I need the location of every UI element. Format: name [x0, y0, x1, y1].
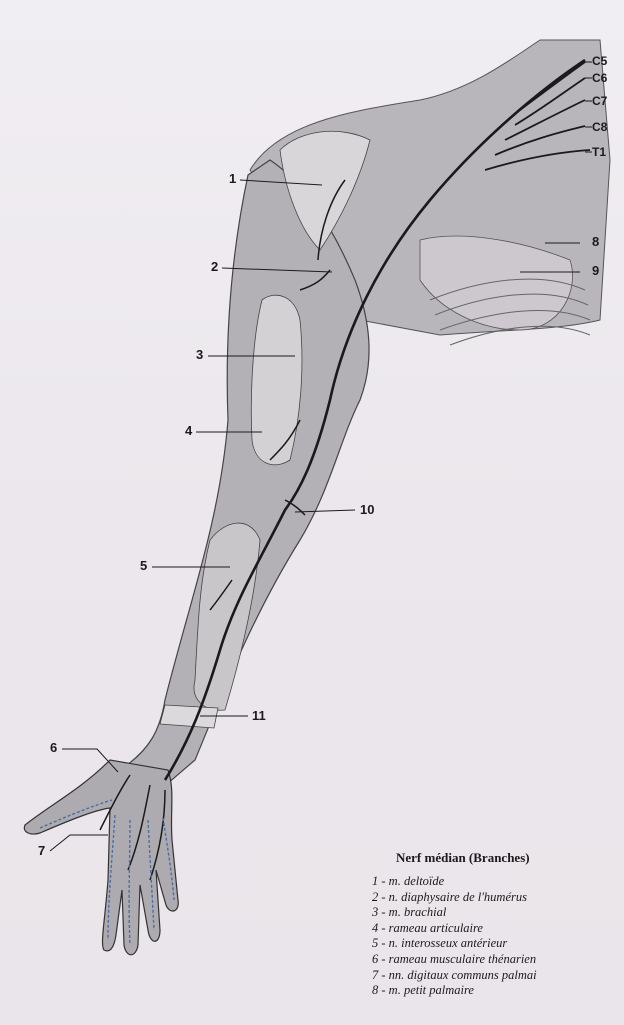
legend-item: 1 - m. deltoïde: [372, 874, 624, 890]
root-label-c5: C5: [592, 54, 607, 68]
callout-2: 2: [211, 259, 218, 274]
root-label-c7: C7: [592, 94, 607, 108]
callout-6: 6: [50, 740, 57, 755]
legend-item: 5 - n. interosseux antérieur: [372, 936, 624, 952]
callout-10: 10: [360, 502, 374, 517]
brachial-muscle: [251, 295, 302, 465]
hand-silhouette: [24, 760, 178, 955]
root-label-c6: C6: [592, 71, 607, 85]
arm-silhouette: [110, 160, 369, 790]
legend-item: 3 - m. brachial: [372, 905, 624, 921]
legend-item: 2 - n. diaphysaire de l'humérus: [372, 890, 624, 906]
callout-1: 1: [229, 171, 236, 186]
legend: Nerf médian (Branches) 1 - m. deltoïde 2…: [372, 850, 624, 999]
callout-4: 4: [185, 423, 192, 438]
legend-item: 8 - m. petit palmaire: [372, 983, 624, 999]
legend-item: 7 - nn. digitaux communs palmai: [372, 968, 624, 984]
root-label-c8: C8: [592, 120, 607, 134]
callout-7: 7: [38, 843, 45, 858]
callout-11: 11: [252, 708, 266, 723]
callout-9: 9: [592, 263, 599, 278]
legend-list: 1 - m. deltoïde 2 - n. diaphysaire de l'…: [372, 874, 624, 999]
legend-item: 4 - rameau articulaire: [372, 921, 624, 937]
callout-5: 5: [140, 558, 147, 573]
legend-title: Nerf médian (Branches): [396, 850, 624, 866]
root-label-t1: T1: [592, 145, 606, 159]
legend-item: 6 - rameau musculaire thénarien: [372, 952, 624, 968]
callout-8: 8: [592, 234, 599, 249]
callout-3: 3: [196, 347, 203, 362]
